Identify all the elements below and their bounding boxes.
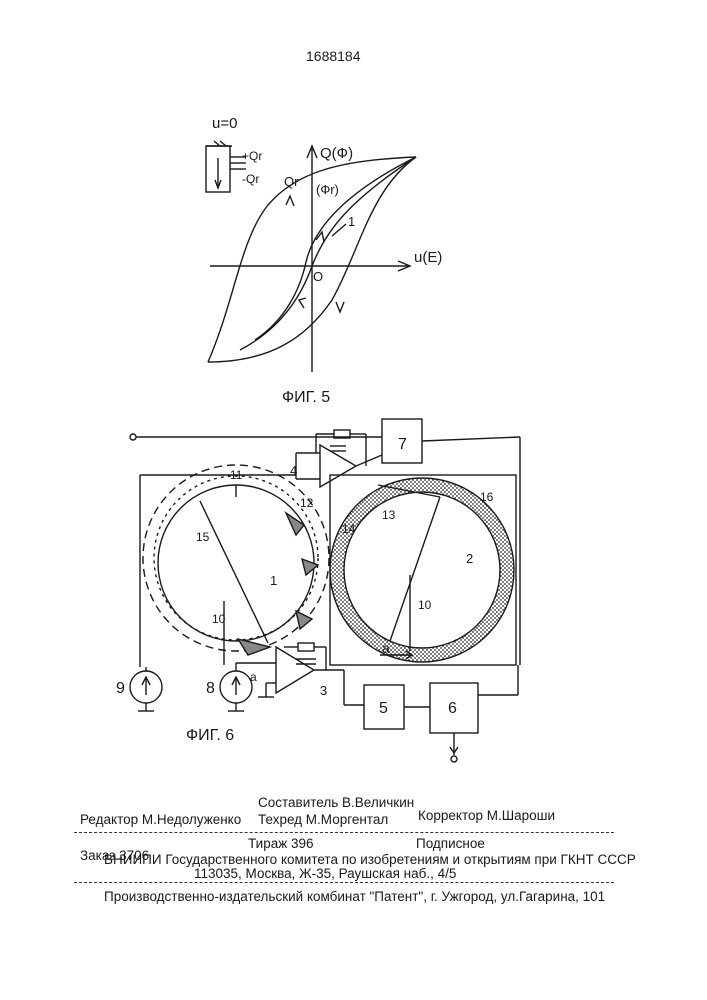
output-terminal xyxy=(451,756,457,762)
fig5-label-1: 1 xyxy=(348,214,355,229)
label-2: 2 xyxy=(466,551,473,566)
corrector-credit: Корректор М.Шароши xyxy=(418,808,555,823)
subscription-note: Подписное xyxy=(416,836,485,851)
fig5-label-qr: Qr xyxy=(284,174,299,189)
fig5-diagram: u=0 +Qr -Qr Q(Ф) u(E) Qr (Фr) 1 O xyxy=(0,0,707,420)
input-terminal xyxy=(130,434,136,440)
label-block-4: 4 xyxy=(290,463,297,478)
publisher-line: Производственно-издательский комбинат "П… xyxy=(104,889,605,904)
label-source-8: 8 xyxy=(206,680,215,697)
techred-credit: Техред М.Моргентал xyxy=(258,812,388,827)
fig5-label-minus-q: -Qr xyxy=(242,172,259,186)
disc-2 xyxy=(344,492,500,648)
label-10-right: 10 xyxy=(418,598,432,612)
label-a-right: a xyxy=(382,640,390,656)
label-15: 15 xyxy=(196,530,210,544)
label-block-6: 6 xyxy=(448,700,457,717)
label-13: 13 xyxy=(382,508,396,522)
fig5-label-u0: u=0 xyxy=(212,115,237,132)
fig5-label-phir: (Фr) xyxy=(316,182,339,197)
divider-top xyxy=(74,832,614,833)
label-block-5: 5 xyxy=(379,700,388,717)
label-16: 16 xyxy=(480,490,494,504)
fig6-diagram: 7 4 3 5 6 11 12 15 1 10 14 13 16 2 10 a … xyxy=(0,415,707,775)
address-line: 113035, Москва, Ж-35, Раушская наб., 4/5 xyxy=(194,866,456,881)
label-1: 1 xyxy=(270,573,277,588)
label-block-3: 3 xyxy=(320,683,327,698)
label-source-9: 9 xyxy=(116,680,125,697)
label-a-left: a xyxy=(250,670,257,684)
compiler-credit: Составитель В.Величкин xyxy=(258,795,414,810)
fig5-caption: ФИГ. 5 xyxy=(282,389,330,407)
circulation: Тираж 396 xyxy=(248,836,314,851)
amplifier-3 xyxy=(276,647,314,693)
divider-bottom xyxy=(74,882,614,883)
label-block-7: 7 xyxy=(398,436,407,453)
disc-1 xyxy=(158,485,314,641)
label-10-left: 10 xyxy=(212,612,226,626)
fig5-label-plus-q: +Qr xyxy=(242,149,262,163)
fig5-label-origin: O xyxy=(313,269,323,284)
label-14: 14 xyxy=(342,522,356,536)
fig5-axis-y-label: Q(Ф) xyxy=(320,145,353,162)
editor-credit: Редактор М.Недолуженко xyxy=(80,812,241,827)
label-11: 11 xyxy=(230,468,243,482)
fig6-caption: ФИГ. 6 xyxy=(186,727,234,745)
fig5-axis-x-label: u(E) xyxy=(414,249,442,266)
institute-line: ВНИИПИ Государственного комитета по изоб… xyxy=(104,852,636,867)
label-12: 12 xyxy=(300,496,314,510)
